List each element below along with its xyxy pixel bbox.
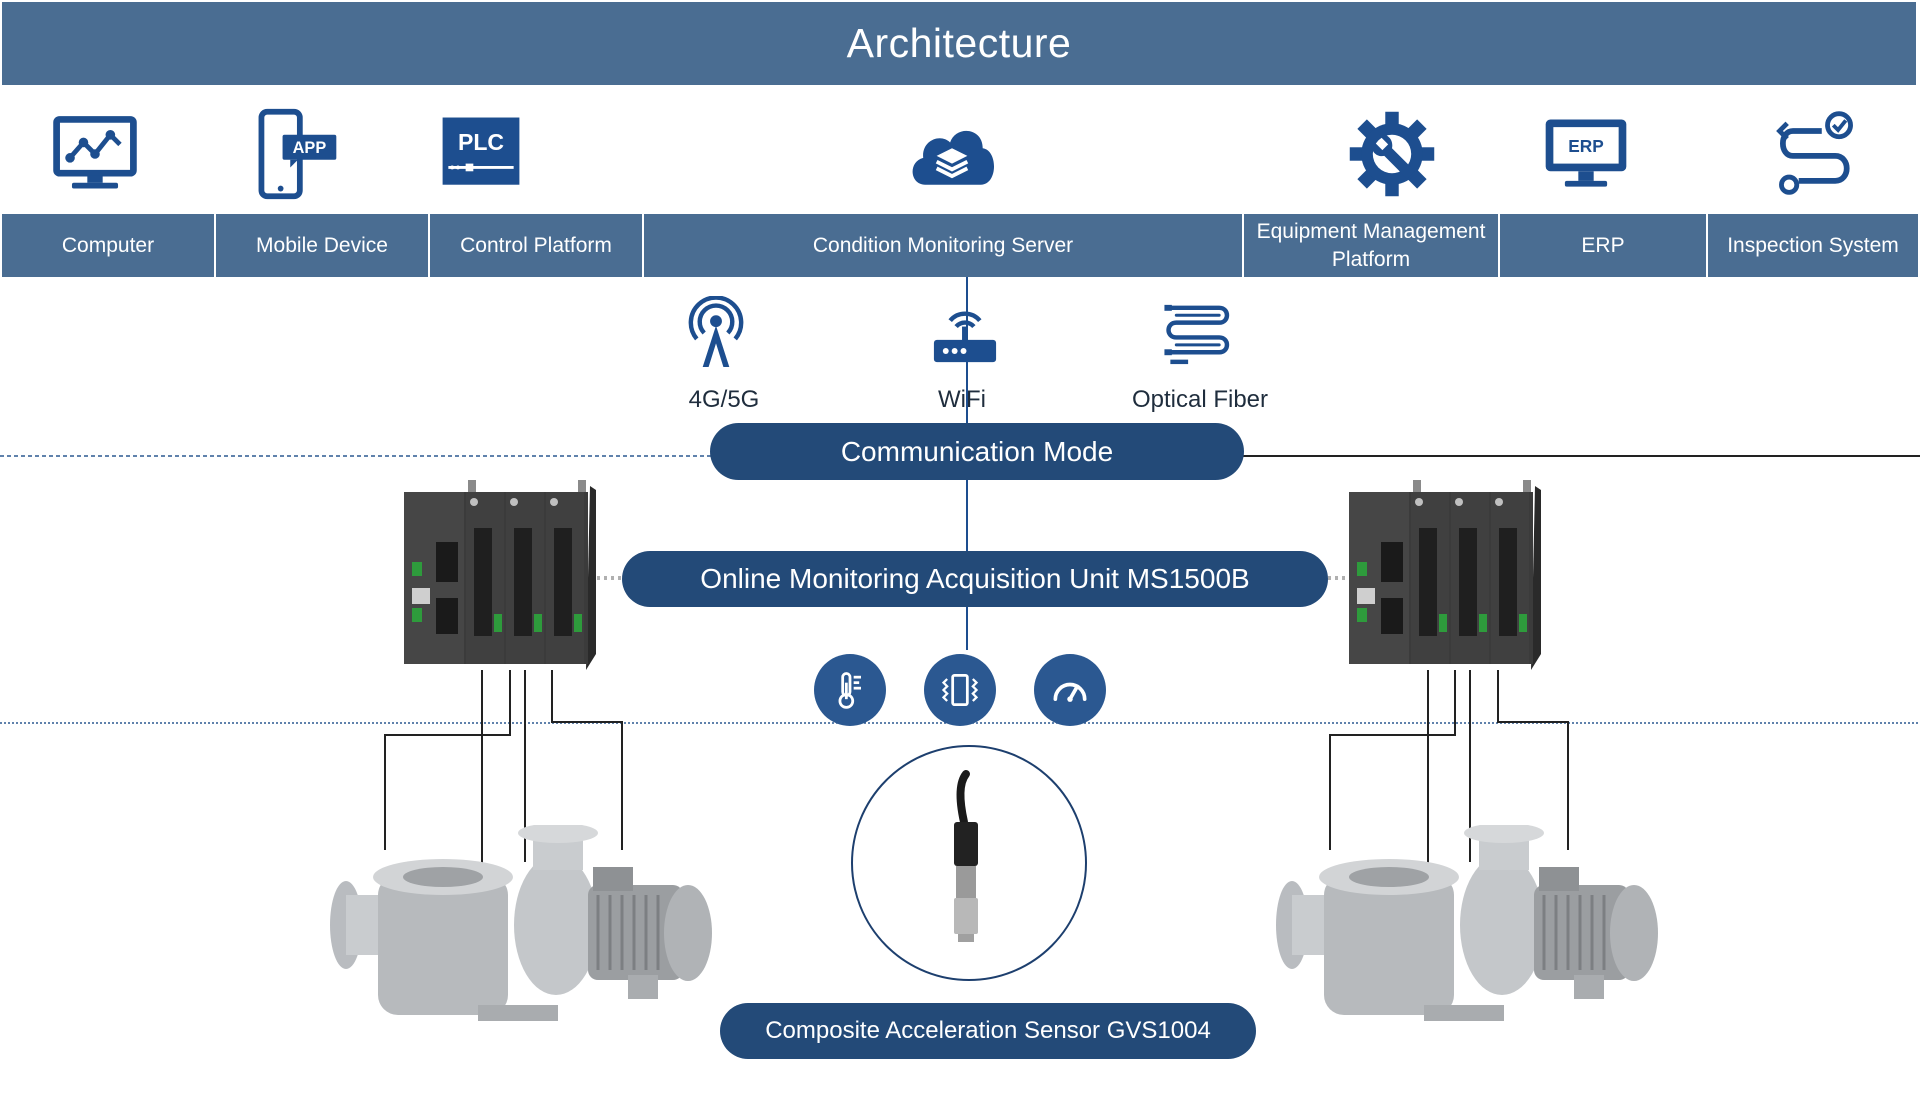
comm-label-4g5g: 4G/5G bbox=[688, 386, 760, 413]
optical-fiber-icon bbox=[1160, 296, 1234, 370]
platform-label-erp: ERP bbox=[1500, 214, 1706, 277]
platform-label-control-platform: Control Platform bbox=[430, 214, 642, 277]
thermometer-icon bbox=[814, 654, 886, 726]
acquisition-unit-right bbox=[1345, 478, 1541, 676]
sensor-pill: Composite Acceleration Sensor GVS1004 bbox=[720, 1003, 1256, 1059]
vibration-icon bbox=[924, 654, 996, 726]
platform-label-condition-monitoring-server: Condition Monitoring Server bbox=[644, 214, 1242, 277]
cloud-server-icon bbox=[904, 106, 1000, 202]
platform-label-computer: Computer bbox=[2, 214, 214, 277]
app-badge-text: APP bbox=[293, 139, 327, 157]
platform-label-mobile-device: Mobile Device bbox=[216, 214, 428, 277]
platform-label-inspection-system: Inspection System bbox=[1708, 214, 1918, 277]
mobile-app-icon: APP bbox=[248, 106, 344, 202]
wifi-router-icon bbox=[928, 294, 1002, 368]
pump-left bbox=[328, 825, 718, 1030]
erp-text: ERP bbox=[1568, 136, 1604, 156]
antenna-tower-icon bbox=[679, 296, 753, 370]
plc-icon: PLC bbox=[433, 106, 529, 202]
comm-label-optical-fiber: Optical Fiber bbox=[1131, 386, 1269, 413]
route-check-icon bbox=[1768, 106, 1864, 202]
speed-gauge-icon bbox=[1034, 654, 1106, 726]
comm-label-wifi: WiFi bbox=[938, 386, 986, 413]
page-title: Architecture bbox=[2, 2, 1916, 85]
communication-mode-pill: Communication Mode bbox=[710, 423, 1244, 480]
plc-text: PLC bbox=[458, 129, 504, 155]
acquisition-unit-left bbox=[400, 478, 596, 676]
gear-wrench-icon bbox=[1344, 106, 1440, 202]
platform-label-row: Computer Mobile Device Control Platform … bbox=[0, 214, 1920, 277]
monitor-chart-icon bbox=[47, 106, 143, 202]
platform-label-equipment-management: Equipment Management Platform bbox=[1244, 214, 1498, 277]
platform-icon-row: APP PLC bbox=[0, 88, 1920, 212]
acquisition-unit-pill: Online Monitoring Acquisition Unit MS150… bbox=[622, 551, 1328, 607]
pump-right bbox=[1274, 825, 1664, 1030]
erp-monitor-icon: ERP bbox=[1538, 106, 1634, 202]
sensor-image-circle bbox=[850, 744, 1088, 982]
